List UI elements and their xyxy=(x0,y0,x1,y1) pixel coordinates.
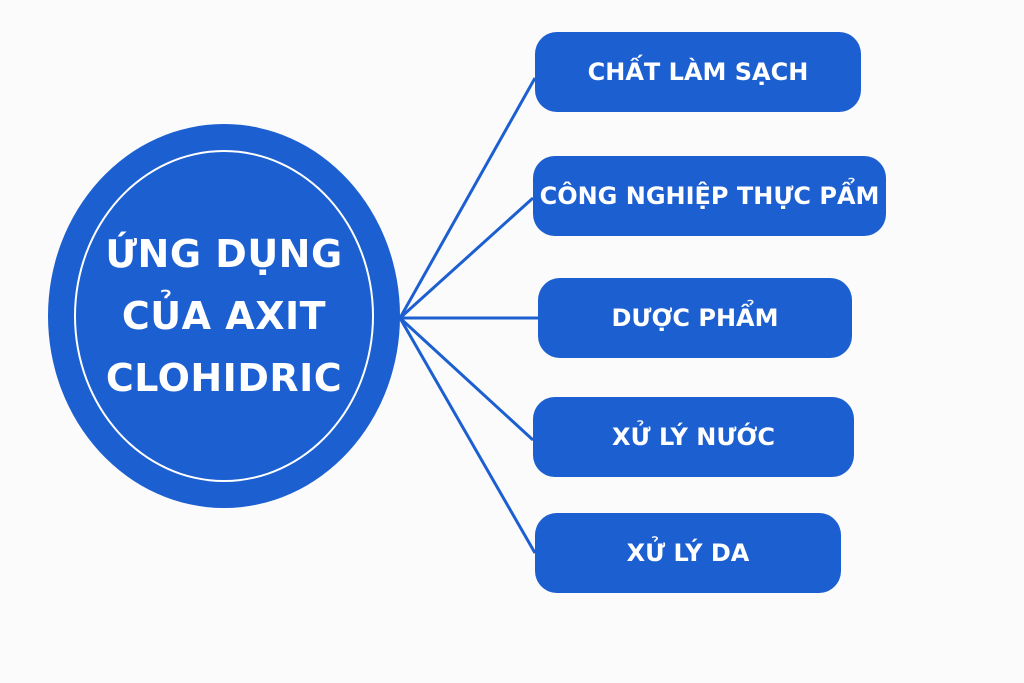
branch-node-water-treatment: XỬ LÝ NƯỚC xyxy=(533,397,854,477)
connector-line-1 xyxy=(398,77,537,319)
connector-line-4 xyxy=(398,316,535,442)
branch-node-leather-treatment: XỬ LÝ DA xyxy=(535,513,841,593)
branch-label: DƯỢC PHẨM xyxy=(611,304,779,332)
central-title-line-3: CLOHIDRIC xyxy=(105,356,343,400)
branch-node-food-industry: CÔNG NGHIỆP THỰC PẨM xyxy=(533,156,886,236)
branch-label: XỬ LÝ NƯỚC xyxy=(612,423,775,451)
connector-line-2 xyxy=(398,196,535,320)
central-circle: ỨNG DỤNG CỦA AXIT CLOHIDRIC xyxy=(48,124,400,508)
central-title: ỨNG DỤNG CỦA AXIT CLOHIDRIC xyxy=(105,223,342,409)
branch-label: CHẤT LÀM SẠCH xyxy=(587,58,809,86)
central-title-line-2: CỦA AXIT xyxy=(121,294,327,338)
central-circle-ring xyxy=(74,150,374,482)
central-title-line-1: ỨNG DỤNG xyxy=(105,232,343,276)
branch-node-cleaning-agent: CHẤT LÀM SẠCH xyxy=(535,32,861,112)
branch-label: XỬ LÝ DA xyxy=(626,539,750,567)
connector-line-5 xyxy=(398,317,537,554)
branch-node-pharmaceuticals: DƯỢC PHẨM xyxy=(538,278,852,358)
branch-label: CÔNG NGHIỆP THỰC PẨM xyxy=(539,182,880,210)
